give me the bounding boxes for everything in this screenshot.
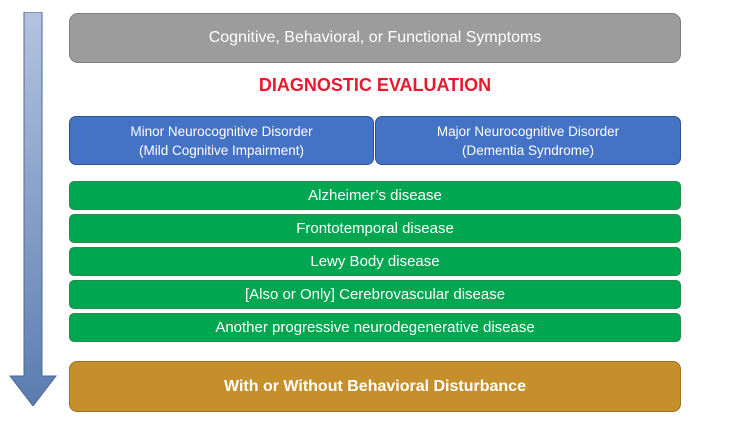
- etiology-alzheimers-box: Alzheimer’s disease: [69, 181, 681, 210]
- etiology-lewy-body-box: Lewy Body disease: [69, 247, 681, 276]
- etiology-label: Another progressive neurodegenerative di…: [215, 319, 535, 336]
- major-ncd-sublabel: (Dementia Syndrome): [461, 142, 595, 158]
- down-arrow-icon: [8, 12, 58, 406]
- symptoms-label: Cognitive, Behavioral, or Functional Sym…: [208, 29, 542, 46]
- etiology-label: Frontotemporal disease: [296, 220, 454, 237]
- minor-ncd-sublabel: (Mild Cognitive Impairment): [138, 142, 305, 158]
- etiology-label: [Also or Only] Cerebrovascular disease: [244, 286, 506, 303]
- behavioral-disturbance-label: With or Without Behavioral Disturbance: [224, 377, 526, 395]
- etiology-cerebrovascular-box: [Also or Only] Cerebrovascular disease: [69, 280, 681, 309]
- symptoms-box: Cognitive, Behavioral, or Functional Sym…: [69, 13, 681, 63]
- etiology-frontotemporal-box: Frontotemporal disease: [69, 214, 681, 243]
- etiology-label: Alzheimer’s disease: [308, 187, 442, 204]
- etiology-other-neurodegenerative-box: Another progressive neurodegenerative di…: [69, 313, 681, 342]
- major-ncd-label: Major Neurocognitive Disorder: [436, 123, 620, 139]
- major-ncd-box: Major Neurocognitive Disorder (Dementia …: [375, 116, 681, 165]
- minor-ncd-label: Minor Neurocognitive Disorder: [130, 123, 313, 139]
- behavioral-disturbance-box: With or Without Behavioral Disturbance: [69, 361, 681, 412]
- etiology-label: Lewy Body disease: [310, 253, 440, 270]
- diagnostic-evaluation-title: DIAGNOSTIC EVALUATION: [258, 75, 492, 95]
- minor-ncd-box: Minor Neurocognitive Disorder (Mild Cogn…: [69, 116, 374, 165]
